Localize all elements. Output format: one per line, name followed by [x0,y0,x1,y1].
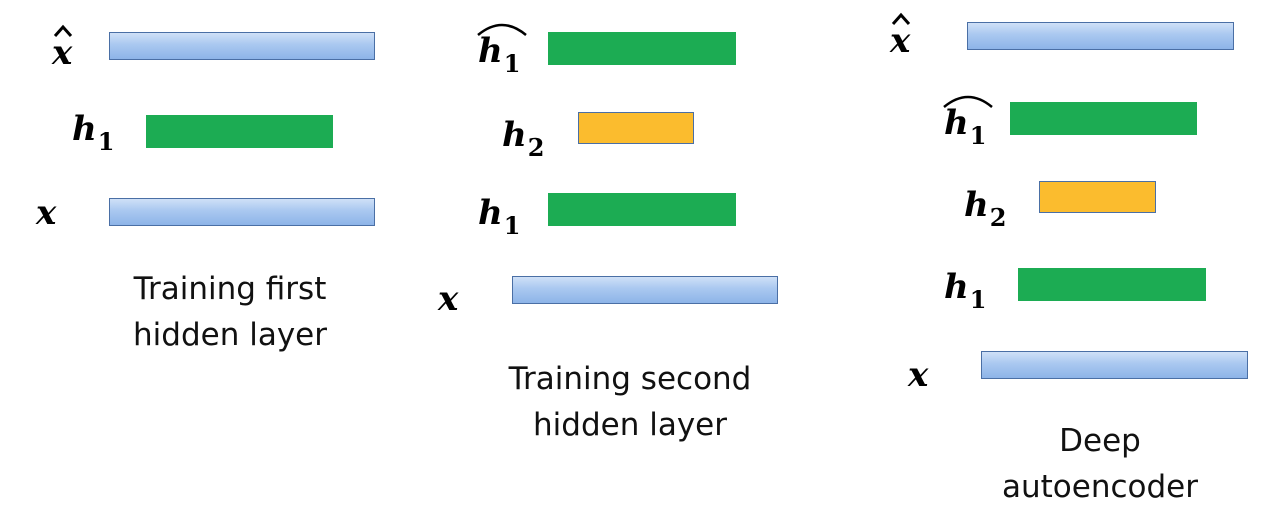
caption: Training second hidden layer [508,361,752,443]
bar-x-hat [109,32,375,60]
panel-training-first-hidden-layer: x h1 x Training first hidden layer [0,0,420,520]
bar-h1-hat [548,32,736,65]
label-x: x [438,279,459,319]
label-x: x [36,193,57,233]
label-x-hat: x [52,24,72,70]
panel-deep-autoencoder: x h1 h2 h1 x Deep autoencoder [840,0,1276,520]
label-h1: h1 [478,193,521,240]
bar-h2 [578,112,694,144]
bar-h1 [548,193,736,226]
label-h1-hat: h1 [477,23,527,76]
bar-h1 [1018,268,1206,301]
panel-training-second-hidden-layer: h1 h2 h1 x Training second hidden layer [420,0,840,520]
label-x: x [908,355,929,395]
caption: Training first hidden layer [133,271,327,353]
hat-icon [943,95,993,108]
caption: Deep autoencoder [1002,423,1198,505]
bar-x-hat [967,22,1234,50]
label-x-hat: x [890,12,910,58]
bar-x [981,351,1248,379]
label-h2: h2 [502,115,545,162]
hat-icon [891,12,911,25]
hat-icon [477,23,527,36]
bar-x [109,198,375,226]
bar-h1-hat [1010,102,1197,135]
bar-h2 [1039,181,1156,213]
label-h1: h1 [72,109,115,156]
bar-h1 [146,115,333,148]
label-h1-hat: h1 [943,95,993,148]
bar-x [512,276,778,304]
label-h1: h1 [944,267,987,314]
label-h2: h2 [964,185,1007,232]
hat-icon [53,24,73,37]
